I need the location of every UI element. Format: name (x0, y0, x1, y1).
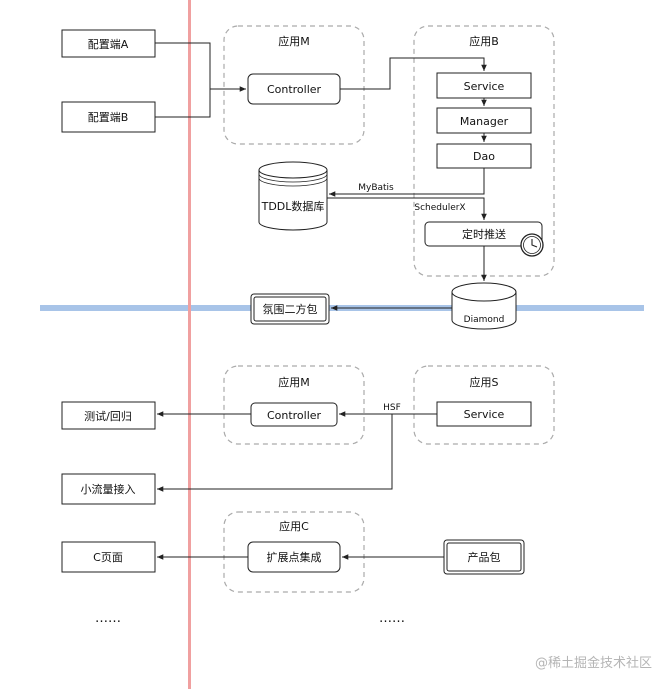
bottom-service-label: Service (464, 408, 505, 421)
test-regression-label: 测试/回归 (84, 409, 132, 423)
scheduled-push-label: 定时推送 (462, 227, 506, 241)
top-controller-node: Controller (247, 73, 341, 105)
bottom-controller-label: Controller (267, 409, 322, 422)
edge-tddl-to-scheduler (327, 197, 487, 220)
edge-config-b-to-controller (155, 89, 211, 118)
small-traffic-node: 小流量接入 (61, 473, 156, 505)
dao-node: Dao (436, 143, 532, 169)
extension-point-node: 扩展点集成 (247, 541, 341, 573)
diamond-label: Diamond (464, 315, 505, 325)
top-controller-label: Controller (267, 83, 322, 96)
config-a-label: 配置端A (88, 38, 129, 51)
app-b-title: 应用B (469, 34, 499, 48)
watermark: @稀土掘金技术社区 (535, 655, 652, 671)
config-b-label: 配置端B (88, 111, 129, 124)
c-page-node: C页面 (61, 541, 156, 573)
small-traffic-label: 小流量接入 (81, 482, 136, 496)
ellipsis-left: …… (95, 611, 121, 626)
manager-node: Manager (436, 107, 532, 134)
tddl-label: TDDL数据库 (261, 199, 325, 213)
atmosphere-package-label: 氛围二方包 (263, 302, 318, 316)
edge-config-a-to-controller (155, 42, 246, 92)
app-c-title: 应用C (279, 519, 309, 533)
top-config-a: 配置端A (61, 29, 156, 58)
bottom-controller-node: Controller (250, 402, 338, 427)
app-s-title: 应用S (470, 375, 499, 389)
diamond-store: Diamond (451, 282, 517, 330)
schedulerx-label: SchedulerX (414, 203, 465, 213)
product-package-node: 产品包 (443, 539, 525, 575)
edge-dao-to-tddl (329, 168, 485, 197)
extension-point-label: 扩展点集成 (267, 550, 322, 564)
manager-label: Manager (460, 115, 509, 128)
service-label: Service (464, 80, 505, 93)
ellipsis-right: …… (379, 611, 405, 626)
test-regression-node: 测试/回归 (61, 401, 156, 430)
c-page-label: C页面 (93, 551, 123, 564)
dao-label: Dao (473, 150, 495, 163)
edge-hsf-to-small-traffic (157, 414, 393, 492)
clock-icon (520, 233, 544, 257)
edge-controller-to-service (340, 57, 487, 90)
mybatis-label: MyBatis (358, 183, 394, 193)
top-app-m-title: 应用M (278, 34, 310, 48)
bottom-app-m-title: 应用M (278, 375, 310, 389)
vertical-separator-line (188, 0, 191, 689)
service-node: Service (436, 72, 532, 99)
hsf-label: HSF (383, 403, 401, 413)
bottom-service-node: Service (436, 401, 532, 427)
tddl-database: TDDL数据库 (258, 161, 328, 231)
product-package-label: 产品包 (468, 550, 501, 564)
atmosphere-package-node: 氛围二方包 (250, 293, 330, 325)
scheduled-push-node: 定时推送 (424, 221, 543, 247)
top-config-b: 配置端B (61, 101, 156, 133)
